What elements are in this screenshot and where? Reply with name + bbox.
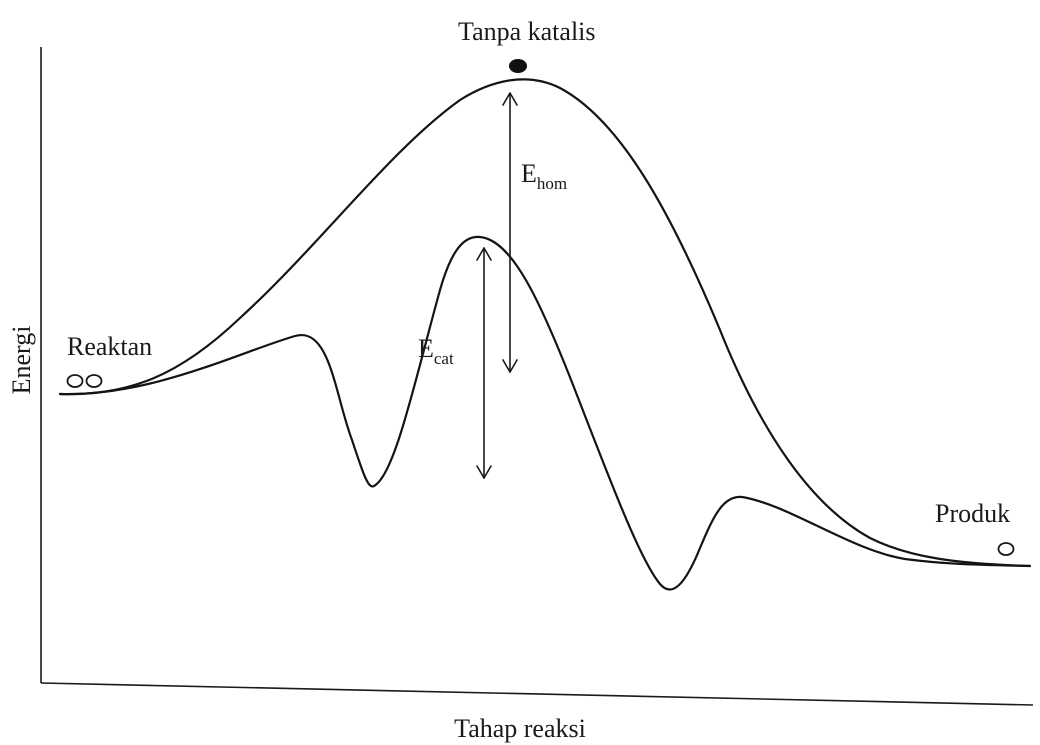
ehom-arrow xyxy=(502,92,518,373)
ehom-label-sub: hom xyxy=(537,174,567,193)
reactant-markers xyxy=(66,374,103,388)
product-marker xyxy=(997,542,1015,556)
y-axis-label: Energi xyxy=(7,326,36,395)
ecat-arrow xyxy=(476,247,492,479)
top-state-label: Tanpa katalis xyxy=(458,17,596,46)
ecat-label-main: E xyxy=(418,334,434,363)
uncatalyzed-energy-curve xyxy=(58,78,1032,568)
x-axis-label: Tahap reaksi xyxy=(454,714,586,743)
reactant-label: Reaktan xyxy=(67,332,152,361)
ehom-label: Ehom xyxy=(521,159,567,193)
ecat-label-sub: cat xyxy=(434,349,454,368)
x-axis xyxy=(40,682,1034,706)
ehom-label-main: E xyxy=(521,159,537,188)
transition-state-marker xyxy=(509,59,527,73)
catalyzed-energy-curve xyxy=(58,235,1032,591)
product-label: Produk xyxy=(935,499,1010,528)
ecat-label: Ecat xyxy=(418,334,454,368)
